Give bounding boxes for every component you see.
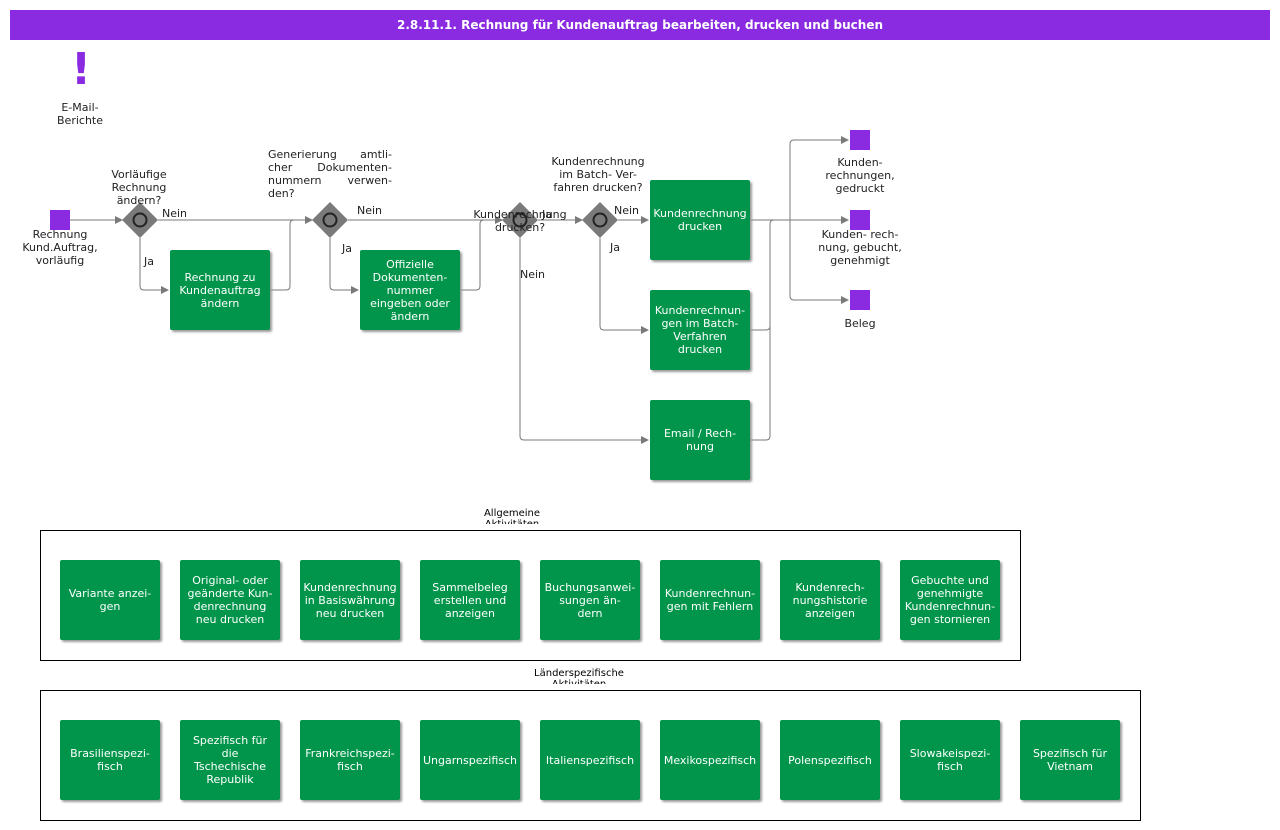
- task-change-invoice[interactable]: Rechnung zu Kundenauftrag ändern: [170, 250, 270, 330]
- task-batch-print[interactable]: Kundenrechnun- gen im Batch- Verfahren d…: [650, 290, 750, 370]
- gateway-g2-label: Generierung amtli- cher Dokumenten- numm…: [268, 148, 392, 200]
- exclamation-icon: !: [71, 44, 92, 95]
- country-activity-item[interactable]: Frankreichspezi- fisch: [300, 720, 400, 800]
- gateway-g2-shape: [312, 202, 348, 238]
- edge-email-out: [750, 224, 771, 441]
- country-activities-title: Länderspezifische Aktivitäten: [534, 668, 624, 684]
- edge-label-g3-no: Nein: [520, 268, 546, 281]
- end-event-printed-label: Kunden- rechnungen, gedruckt: [825, 156, 895, 195]
- edge-label-g2-yes: Ja: [342, 242, 352, 255]
- end-event-voucher-label: Beleg: [844, 317, 876, 330]
- country-activity-item[interactable]: Spezifisch für Vietnam: [1020, 720, 1120, 800]
- edge-label-g4-yes: Ja: [610, 241, 620, 254]
- edge-change-merge: [270, 219, 295, 291]
- edge-to-voucher: [789, 220, 849, 304]
- email-report-label: E-Mail- Berichte: [57, 101, 103, 127]
- edge-to-printed: [789, 136, 849, 220]
- country-activity-item[interactable]: Polenspezifisch: [780, 720, 880, 800]
- country-activity-item[interactable]: Slowakeispezi- fisch: [900, 720, 1000, 800]
- general-activities-title: Allgemeine Aktivitäten: [483, 508, 541, 524]
- gateway-g4-shape: [582, 202, 618, 238]
- task-official-docnum[interactable]: Offizielle Dokumenten- nummer eingeben o…: [360, 250, 460, 330]
- country-activity-item[interactable]: Mexikospezifisch: [660, 720, 760, 800]
- process-title: 2.8.11.1. Rechnung für Kundenauftrag bea…: [10, 10, 1270, 40]
- general-activity-item[interactable]: Kundenrechnun- gen mit Fehlern: [660, 560, 760, 640]
- edge-g2-yes: [329, 238, 359, 294]
- general-activity-item[interactable]: Variante anzei- gen: [60, 560, 160, 640]
- general-activity-item[interactable]: Original- oder geänderte Kun- denrechnun…: [180, 560, 280, 640]
- end-event-booked[interactable]: [850, 210, 870, 230]
- edge-label-g3-yes: Ja: [542, 208, 552, 221]
- start-event[interactable]: [50, 210, 70, 230]
- edge-g4-yes: [599, 238, 649, 334]
- country-activity-item[interactable]: Italienspezifisch: [540, 720, 640, 800]
- general-activity-item[interactable]: Kundenrechnung in Basiswährung neu druck…: [300, 560, 400, 640]
- end-event-printed[interactable]: [850, 130, 870, 150]
- edge-label-g1-yes: Ja: [144, 255, 154, 268]
- edge-g1-yes: [139, 238, 169, 294]
- task-email-invoice[interactable]: Email / Rech- nung: [650, 400, 750, 480]
- end-event-voucher[interactable]: [850, 290, 870, 310]
- gateway-g1-shape: [122, 202, 158, 238]
- general-activity-item[interactable]: Kundenrech- nungshistorie anzeigen: [780, 560, 880, 640]
- gateway-g1-label: Vorläufige Rechnung ändern?: [111, 168, 167, 207]
- general-activity-item[interactable]: Sammelbeleg erstellen und anzeigen: [420, 560, 520, 640]
- task-print-invoice[interactable]: Kundenrechnung drucken: [650, 180, 750, 260]
- country-activity-item[interactable]: Ungarnspezifisch: [420, 720, 520, 800]
- country-activity-item[interactable]: Spezifisch für die Tschechische Republik: [180, 720, 280, 800]
- edge-label-g4-no: Nein: [614, 204, 640, 217]
- gateway-g3-label: Kundenrechnung drucken?: [473, 208, 567, 234]
- edge-label-g2-no: Nein: [357, 204, 383, 217]
- start-event-label: Rechnung Kund.Auftrag, vorläufig: [22, 228, 98, 267]
- end-event-booked-label: Kunden- rech- nung, gebucht, genehmigt: [818, 228, 902, 267]
- general-activity-item[interactable]: Buchungsanwei- sungen än- dern: [540, 560, 640, 640]
- edge-label-g1-no: Nein: [162, 207, 188, 220]
- general-activity-item[interactable]: Gebuchte und genehmigte Kundenrechnun- g…: [900, 560, 1000, 640]
- edge-g3-no: [519, 238, 649, 444]
- edge-docnum-merge: [460, 219, 485, 291]
- country-activity-item[interactable]: Brasilienspezi- fisch: [60, 720, 160, 800]
- gateway-g4-label: Kundenrechnung im Batch- Ver- fahren dru…: [551, 155, 645, 194]
